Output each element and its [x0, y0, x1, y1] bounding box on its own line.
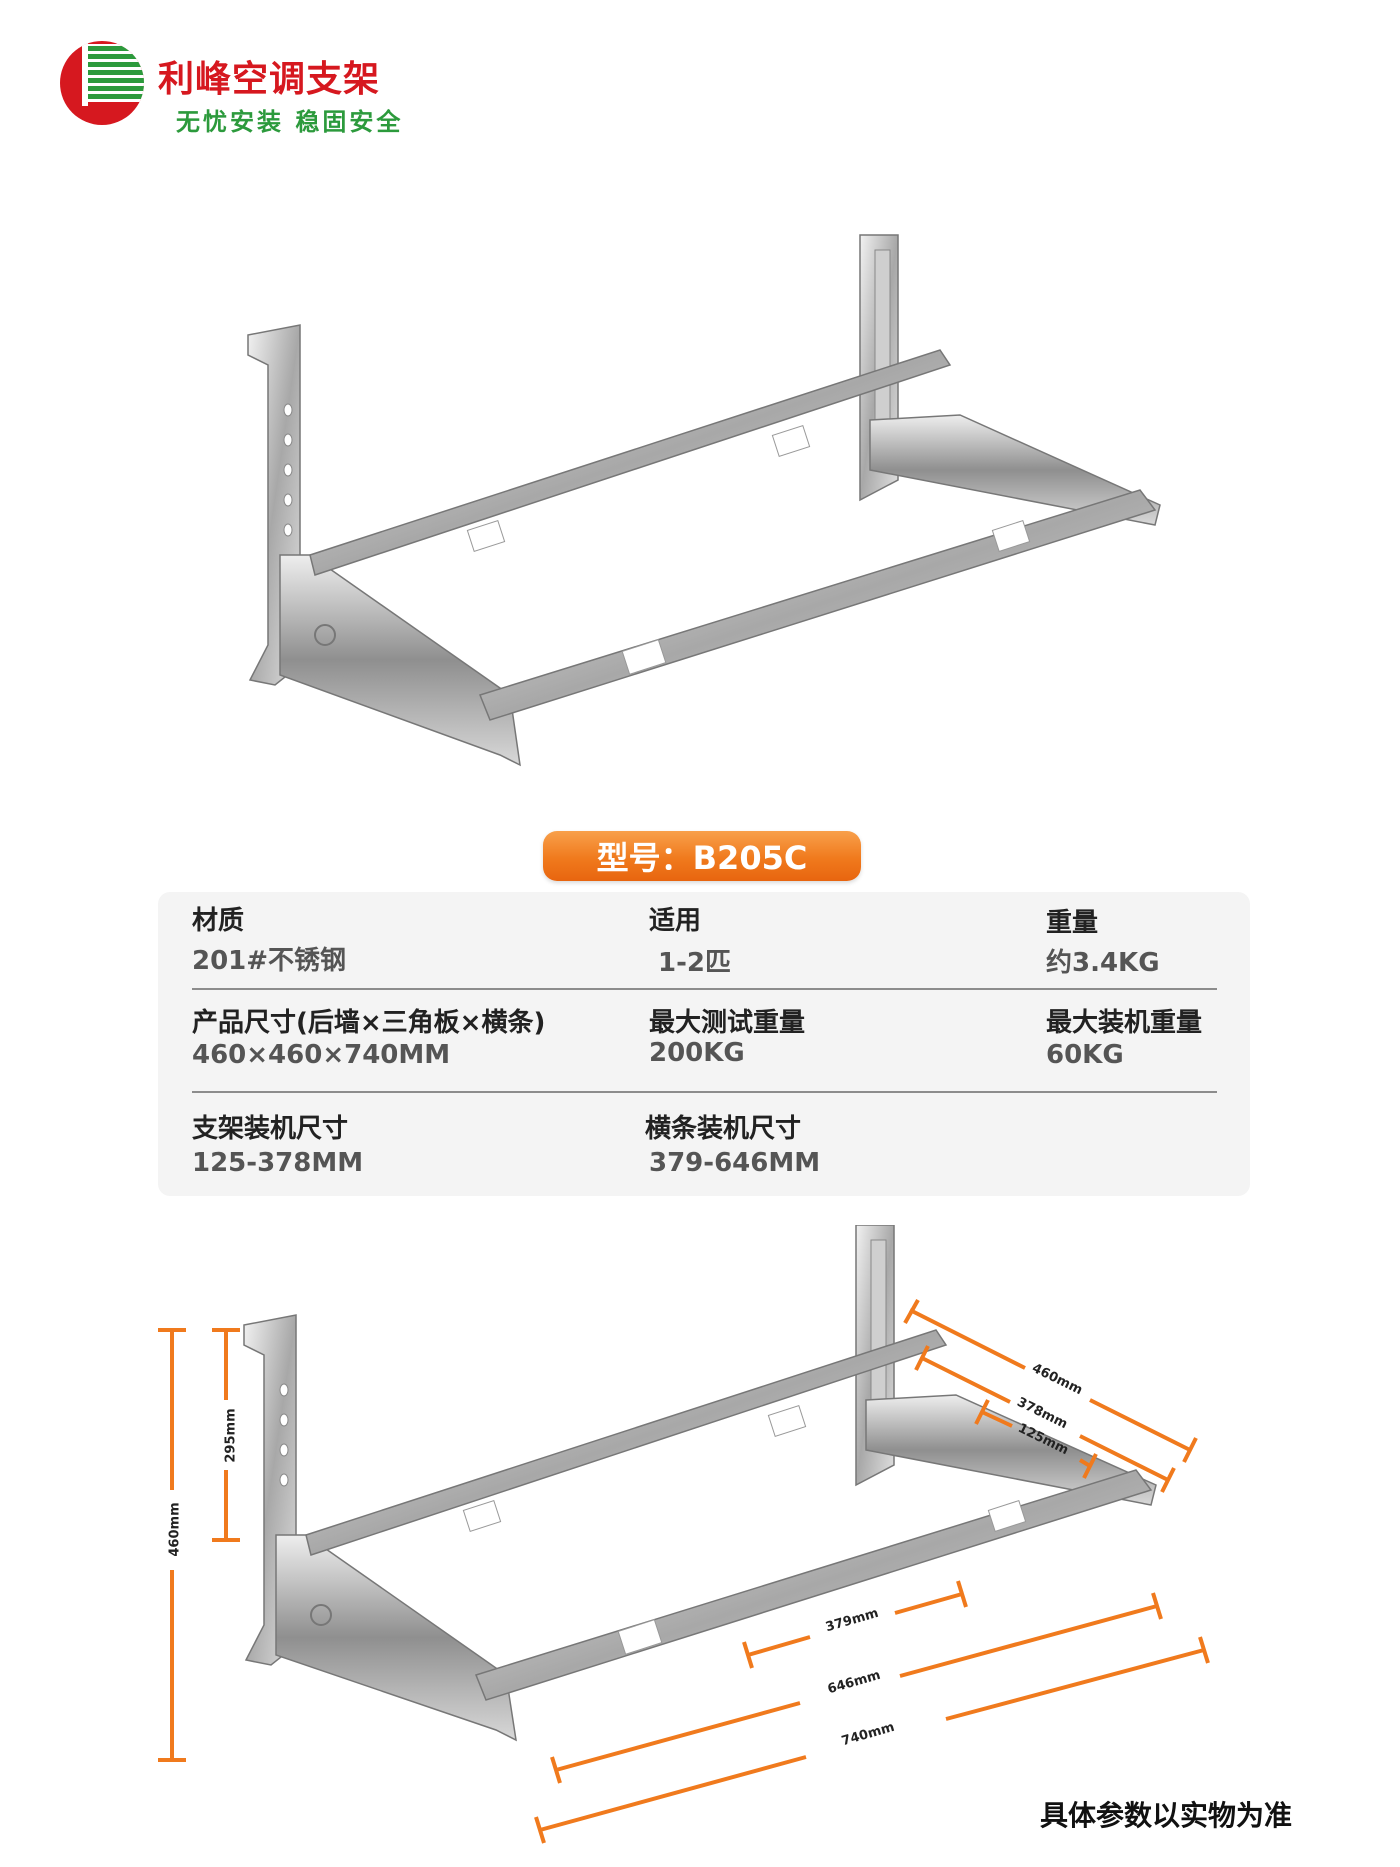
dim-height-slot-label: 295mm — [223, 1408, 239, 1463]
spec-weight-label: 重量 — [1046, 908, 1099, 938]
spec-weight-value: 约3.4KG — [1046, 948, 1160, 978]
spec-bar-install-value: 379-646MM — [649, 1148, 821, 1178]
spec-panel — [158, 892, 1250, 1196]
brand-slogan: 无忧安装 稳固安全 — [176, 108, 404, 136]
spec-divider — [192, 1091, 1217, 1093]
brand-name: 利峰空调支架 — [158, 59, 381, 100]
spec-max-test-label: 最大测试重量 — [649, 1008, 806, 1038]
spec-applicable-label: 适用 — [649, 906, 702, 936]
spec-max-install-value: 60KG — [1046, 1040, 1124, 1070]
spec-max-install-label: 最大装机重量 — [1046, 1008, 1203, 1038]
footnote: 具体参数以实物为准 — [1040, 1799, 1293, 1832]
bracket-product-image — [247, 234, 1161, 767]
spec-material-label: 材质 — [192, 906, 245, 936]
spec-material-value: 201#不锈钢 — [192, 946, 347, 976]
spec-size-value: 460×460×740MM — [192, 1040, 451, 1070]
brand-logo — [60, 38, 150, 128]
spec-bracket-install-value: 125-378MM — [192, 1148, 364, 1178]
spec-bracket-install-label: 支架装机尺寸 — [192, 1114, 349, 1144]
spec-divider — [192, 988, 1217, 990]
spec-applicable-value: 1-2匹 — [658, 948, 731, 978]
bracket-dimension-diagram — [243, 1225, 1157, 1742]
model-badge: 型号：B205C — [543, 831, 861, 881]
spec-bar-install-label: 横条装机尺寸 — [645, 1114, 802, 1144]
dim-height-total-label: 460mm — [167, 1502, 183, 1557]
brand-logo-icon — [60, 41, 144, 125]
spec-size-label: 产品尺寸(后墙×三角板×横条) — [192, 1008, 546, 1038]
spec-max-test-value: 200KG — [649, 1038, 745, 1068]
